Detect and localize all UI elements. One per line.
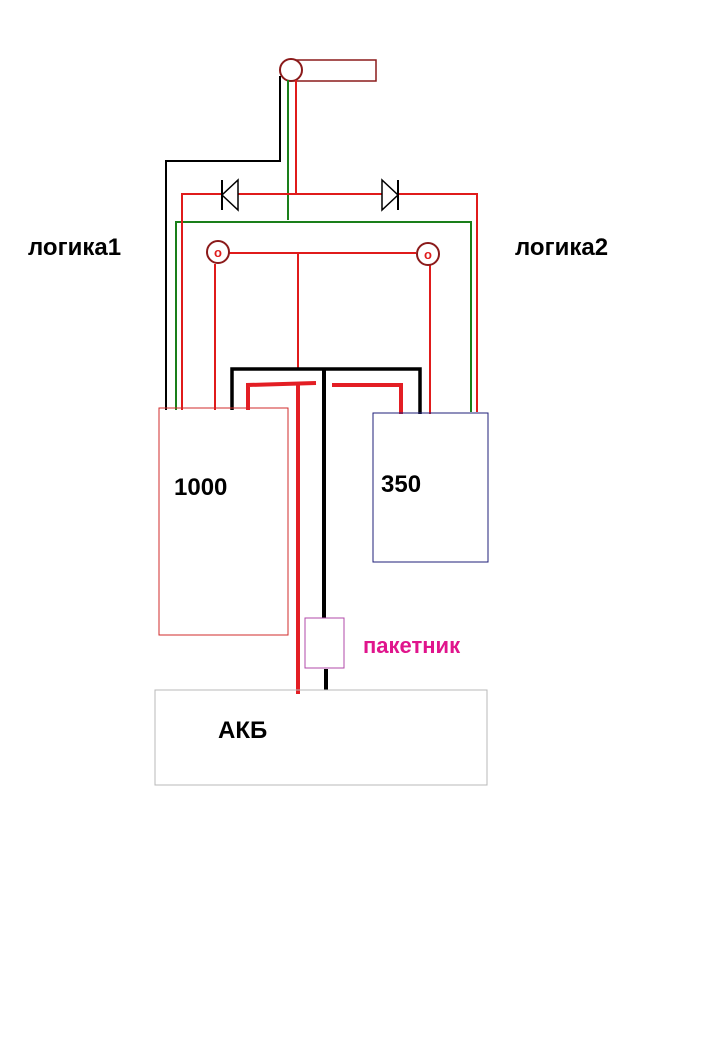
wire-green-group [175,80,472,412]
wire-black-logic1 [165,76,281,410]
wire-red-group [181,80,478,412]
battery [154,689,488,786]
wire-red-thick-left [246,381,317,410]
block-350-label: 350 [381,471,421,498]
breaker-switch [304,617,345,669]
diode-left-icon [220,178,239,212]
breaker-switch-label: пакетник [363,633,461,658]
battery-label: АКБ [218,717,267,744]
indicator-right-icon: o [416,242,440,266]
block-1000-label: 1000 [174,474,227,501]
diode-right-icon [381,178,400,212]
indicator-left-icon: o [206,240,230,264]
logic2-label: логика2 [515,234,608,261]
wire-red-loop [181,193,478,412]
logic1-label: логика1 [28,234,121,261]
block-1000 [158,407,289,636]
block-350 [372,412,489,563]
indicator-right-label: o [424,247,432,262]
wire-green-loop [175,221,472,412]
wire-red-thick-right [332,383,403,414]
handle-switch [279,58,377,82]
indicator-left-label: o [214,245,222,260]
handle-knob [279,58,303,82]
